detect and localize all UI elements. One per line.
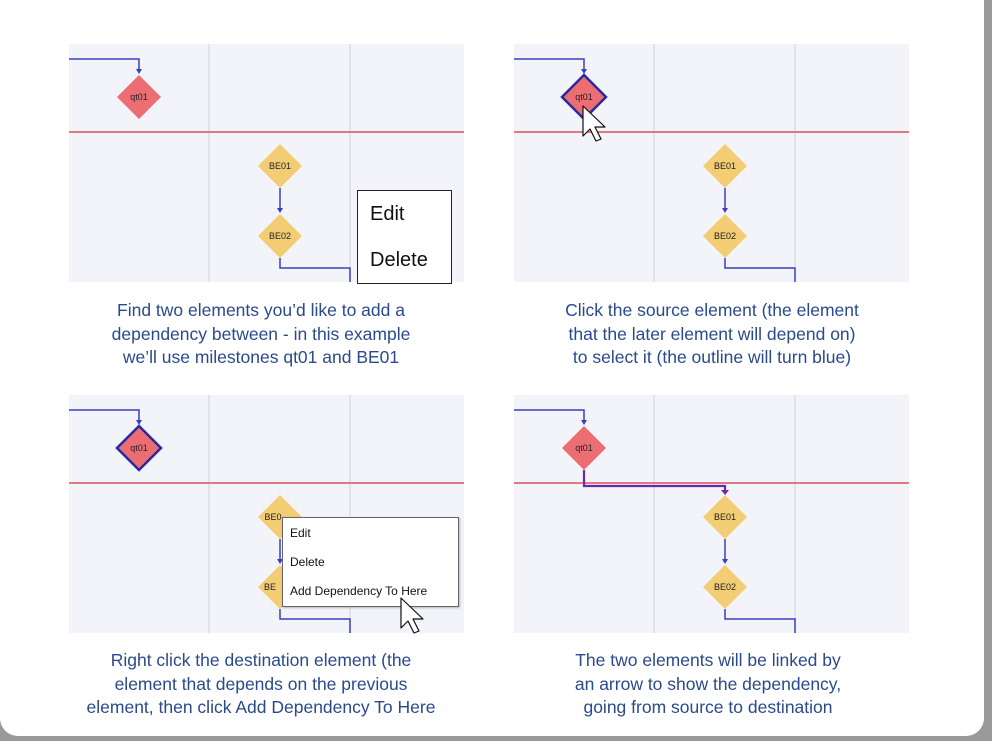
menu-item-add-dependency[interactable]: Add Dependency To Here	[290, 584, 428, 598]
context-menu-with-dependency: Edit Delete Add Dependency To Here	[282, 517, 459, 607]
svg-text:qt01: qt01	[130, 92, 148, 102]
menu-item-edit[interactable]: Edit	[290, 526, 311, 540]
incoming-connector	[69, 58, 140, 71]
svg-text:BE02: BE02	[714, 231, 736, 241]
milestone-be02[interactable]: BE02	[703, 214, 747, 258]
svg-text:BE01: BE01	[714, 161, 736, 171]
gantt-diagram-2: qt01 BE01 BE02	[514, 44, 909, 282]
milestone-be02[interactable]: BE02	[703, 565, 747, 609]
milestone-be02[interactable]: BE02	[258, 214, 302, 258]
panel-step-4: qt01 BE01 BE02	[514, 395, 909, 633]
svg-text:BE01: BE01	[269, 161, 291, 171]
gantt-diagram-1: qt01 BE01 BE02	[69, 44, 464, 282]
panel-step-2: qt01 BE01 BE02	[514, 44, 909, 282]
milestone-be01[interactable]: BE01	[703, 495, 747, 539]
svg-text:BE: BE	[264, 582, 276, 592]
menu-item-delete[interactable]: Delete	[290, 555, 325, 569]
milestone-qt01-selected[interactable]: qt01	[115, 424, 163, 472]
context-menu: Edit Delete	[357, 190, 452, 284]
milestone-be01[interactable]: BE01	[258, 144, 302, 188]
milestone-qt01[interactable]: qt01	[562, 426, 606, 470]
mouse-pointer-icon	[400, 597, 424, 634]
caption-step-3: Right click the destination element (the…	[86, 650, 436, 717]
menu-item-edit[interactable]: Edit	[370, 203, 405, 225]
svg-text:BE02: BE02	[269, 231, 291, 241]
arrow-head-icon	[721, 490, 729, 495]
arrow-head-icon	[581, 69, 587, 74]
arrow-head-icon	[136, 420, 142, 425]
milestone-be01[interactable]: BE01	[703, 144, 747, 188]
arrow-head-icon	[581, 420, 587, 425]
svg-text:BE01: BE01	[714, 512, 736, 522]
caption-step-2: Click the source element (the element th…	[565, 300, 859, 367]
menu-item-delete[interactable]: Delete	[370, 249, 428, 271]
svg-text:qt01: qt01	[575, 92, 593, 102]
caption-step-1: Find two elements you’d like to add a de…	[111, 300, 411, 367]
svg-text:qt01: qt01	[575, 443, 593, 453]
arrow-head-icon	[136, 69, 142, 74]
caption-step-4: The two elements will be linked by an ar…	[574, 650, 842, 717]
svg-text:qt01: qt01	[130, 443, 148, 453]
incoming-connector	[514, 58, 585, 71]
panel-step-1: qt01 BE01 BE02	[69, 44, 464, 282]
outgoing-connector	[279, 258, 351, 282]
gantt-diagram-4: qt01 BE01 BE02	[514, 395, 909, 633]
svg-text:BE0: BE0	[264, 512, 281, 522]
milestone-qt01[interactable]: qt01	[117, 75, 161, 119]
mouse-pointer-icon	[582, 105, 606, 142]
new-dependency-link	[582, 470, 727, 492]
svg-text:BE02: BE02	[714, 582, 736, 592]
